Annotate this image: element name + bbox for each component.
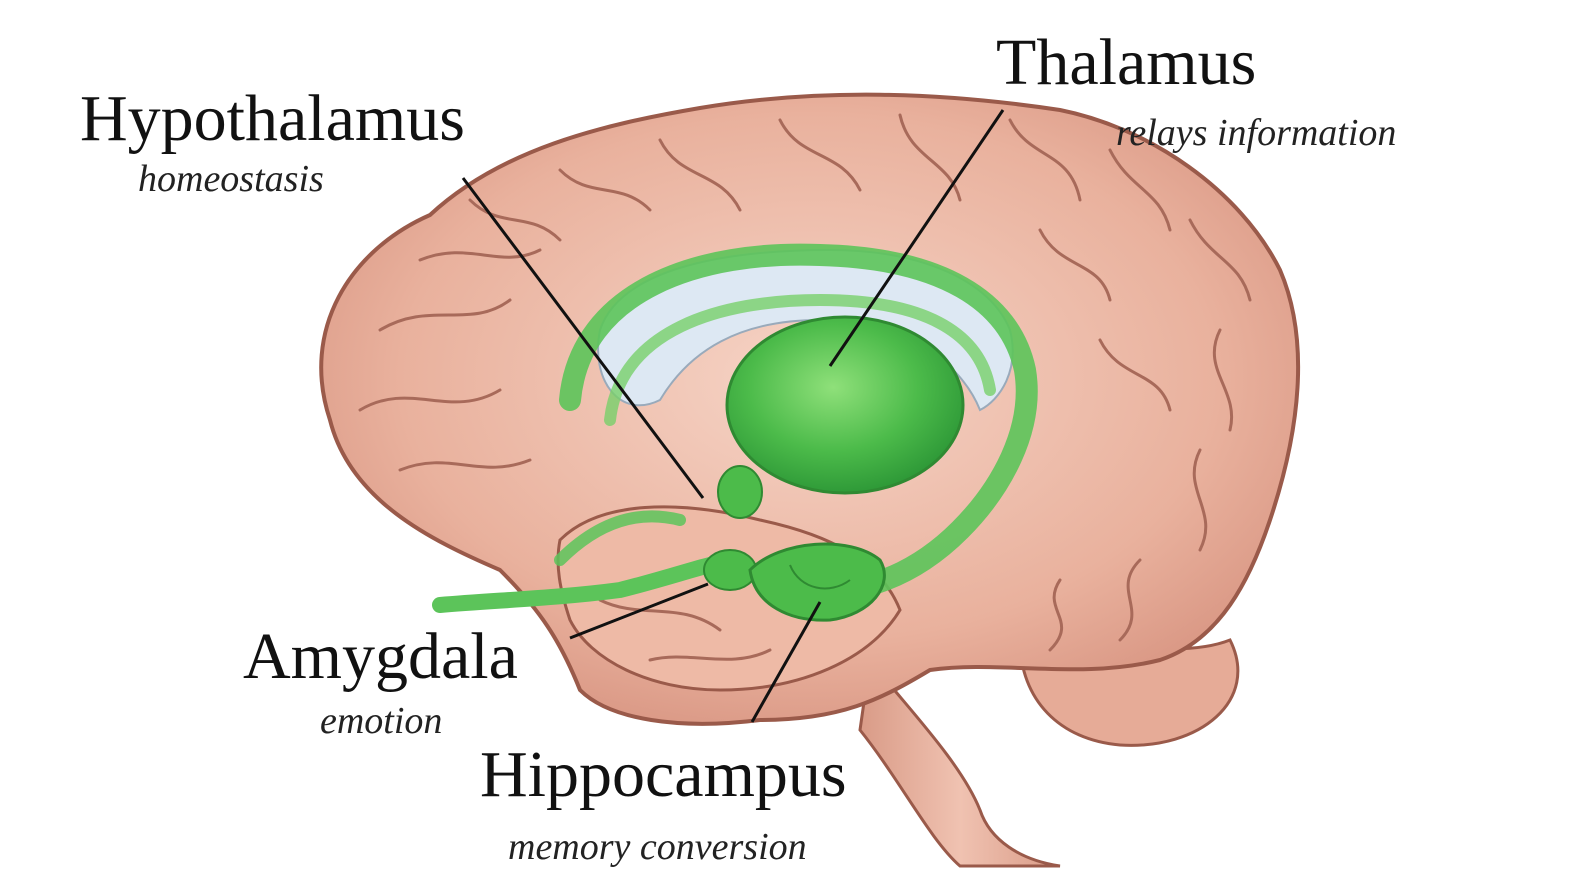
fornix-arch xyxy=(559,243,1038,604)
amygdala-label: Amygdala xyxy=(243,620,518,693)
leader-lines xyxy=(461,109,1005,723)
thalamus-label: Thalamus xyxy=(996,26,1257,99)
amygdala-function: emotion xyxy=(320,700,443,742)
cingulate-arch xyxy=(604,293,996,426)
leader-amygdala xyxy=(569,582,709,640)
thalamus-structure xyxy=(725,315,965,495)
hippocampus-label: Hippocampus xyxy=(480,738,847,811)
leader-thalamus xyxy=(828,109,1005,367)
leader-hypothalamus xyxy=(461,177,705,499)
hippocampus-function: memory conversion xyxy=(508,826,807,868)
thalamus-function: relays information xyxy=(1116,112,1397,154)
hippocampus-structure xyxy=(748,542,886,622)
hypothalamus-label: Hypothalamus xyxy=(80,82,465,155)
brainstem xyxy=(858,656,1061,868)
leader-hippocampus xyxy=(750,601,822,723)
hypothalamus-function: homeostasis xyxy=(138,158,324,200)
olfactory-tract xyxy=(432,557,718,613)
cortex-sulci xyxy=(358,113,1252,662)
amygdala-structure xyxy=(703,549,757,591)
mammillary-body xyxy=(717,465,763,519)
